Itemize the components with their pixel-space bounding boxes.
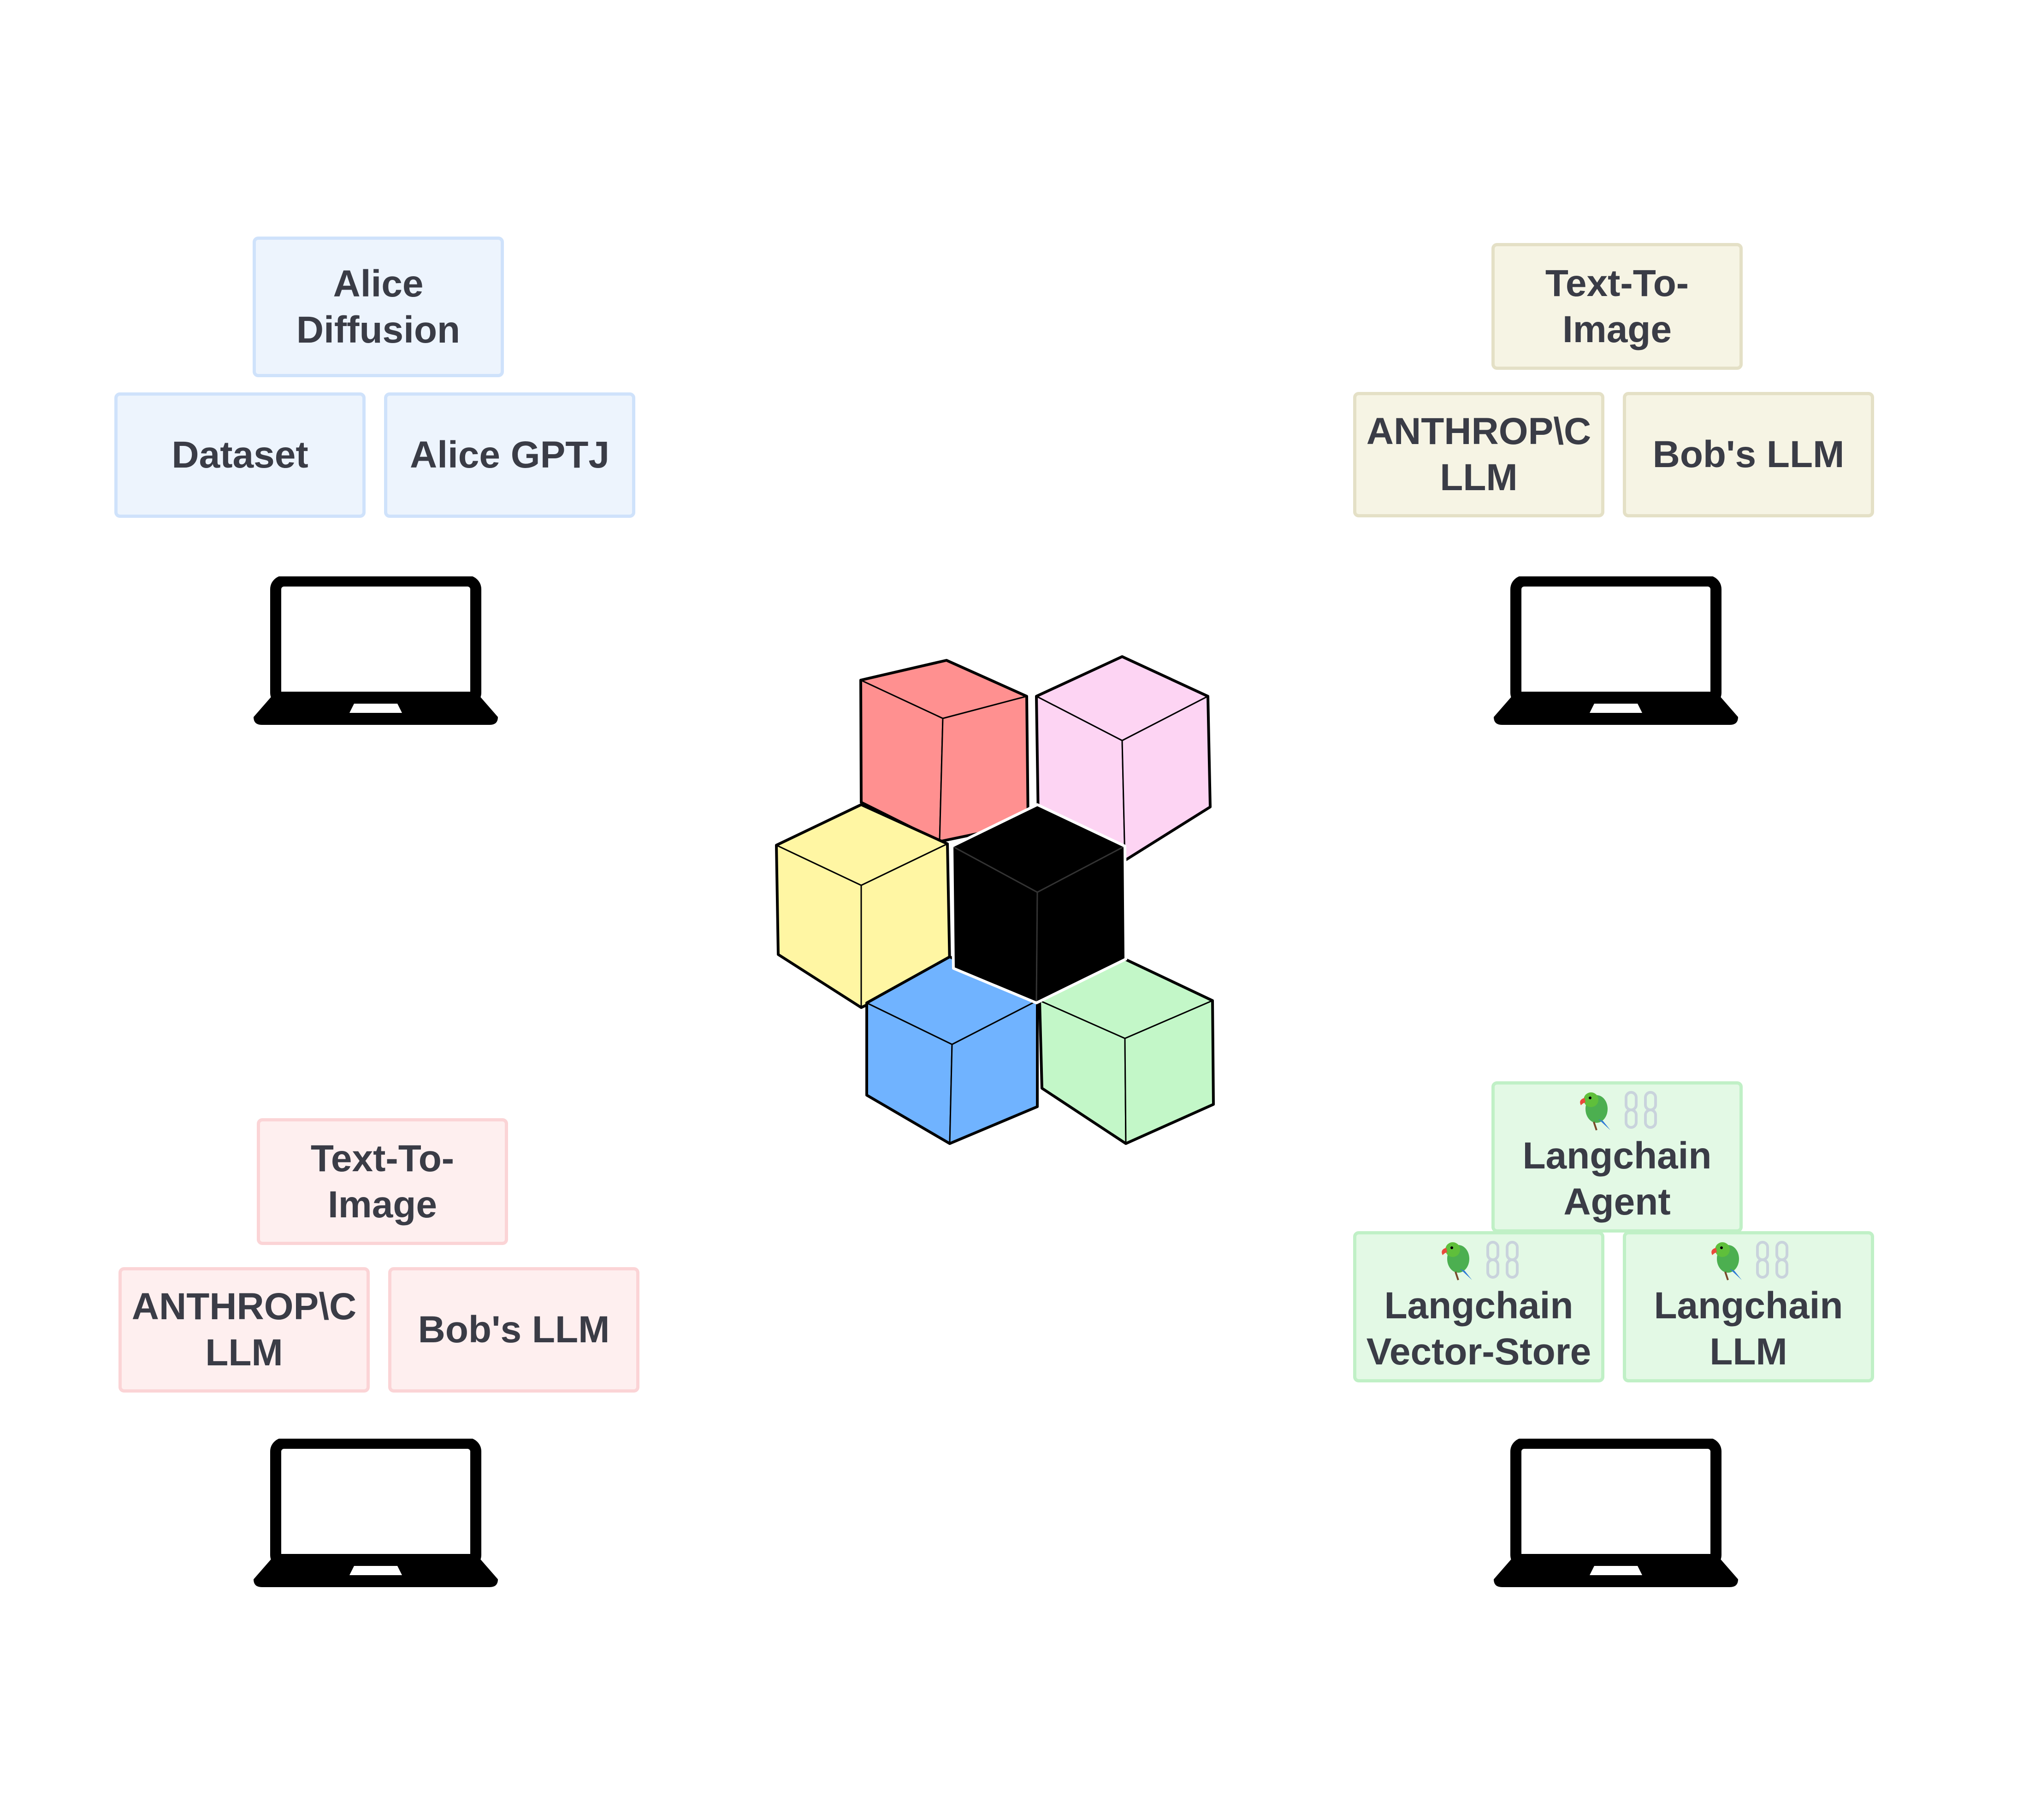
laptop-icon: [254, 576, 498, 725]
chain-icon: [1486, 1241, 1519, 1279]
parrot-icon: [1441, 1242, 1472, 1281]
green-cube: [1038, 958, 1215, 1145]
langchain-emoji: [1574, 1089, 1660, 1131]
node-langchain-vector-store[interactable]: Langchain Vector-Store: [1353, 1231, 1604, 1382]
node-label: Langchain LLM: [1654, 1285, 1843, 1373]
node-label: Bob's LLM: [1652, 433, 1845, 475]
node-anthropic-llm[interactable]: ANTHROP\C LLM: [1353, 392, 1604, 517]
chain-icon: [1756, 1241, 1788, 1279]
node-alice-gptj[interactable]: Alice GPTJ: [384, 392, 635, 518]
laptop-icon: [1494, 576, 1738, 725]
node-anthropic-llm[interactable]: ANTHROP\C LLM: [118, 1267, 370, 1393]
black-cube: [951, 803, 1127, 1004]
node-label: Dataset: [172, 434, 308, 476]
cube-cluster-icon: [775, 655, 1215, 1145]
node-label: Text-To-Image: [1545, 262, 1689, 350]
node-label: Bob's LLM: [418, 1309, 610, 1351]
node-langchain-agent[interactable]: Langchain Agent: [1491, 1081, 1743, 1233]
node-label: Langchain Vector-Store: [1366, 1285, 1591, 1373]
laptop-icon: [1494, 1439, 1738, 1587]
node-langchain-llm[interactable]: Langchain LLM: [1623, 1231, 1874, 1382]
blue-cube: [865, 955, 1039, 1145]
chain-icon: [1624, 1091, 1657, 1129]
node-text-to-image[interactable]: Text-To-Image: [257, 1118, 508, 1245]
node-text-to-image[interactable]: Text-To-Image: [1491, 243, 1743, 370]
node-alice-diffusion[interactable]: Alice Diffusion: [253, 237, 504, 377]
node-label: Text-To-Image: [310, 1137, 455, 1226]
node-bobs-llm[interactable]: Bob's LLM: [1623, 392, 1874, 517]
node-dataset[interactable]: Dataset: [114, 392, 366, 518]
node-label: Langchain Agent: [1522, 1135, 1712, 1223]
node-bobs-llm[interactable]: Bob's LLM: [388, 1267, 639, 1393]
node-label: ANTHROP\C LLM: [131, 1286, 357, 1374]
langchain-emoji: [1706, 1239, 1792, 1281]
node-label: Alice Diffusion: [296, 262, 461, 351]
parrot-icon: [1711, 1242, 1742, 1281]
node-label: ANTHROP\C LLM: [1366, 410, 1591, 498]
parrot-icon: [1579, 1092, 1610, 1131]
node-label: Alice GPTJ: [410, 434, 609, 476]
laptop-icon: [254, 1439, 498, 1587]
langchain-emoji: [1436, 1239, 1522, 1281]
